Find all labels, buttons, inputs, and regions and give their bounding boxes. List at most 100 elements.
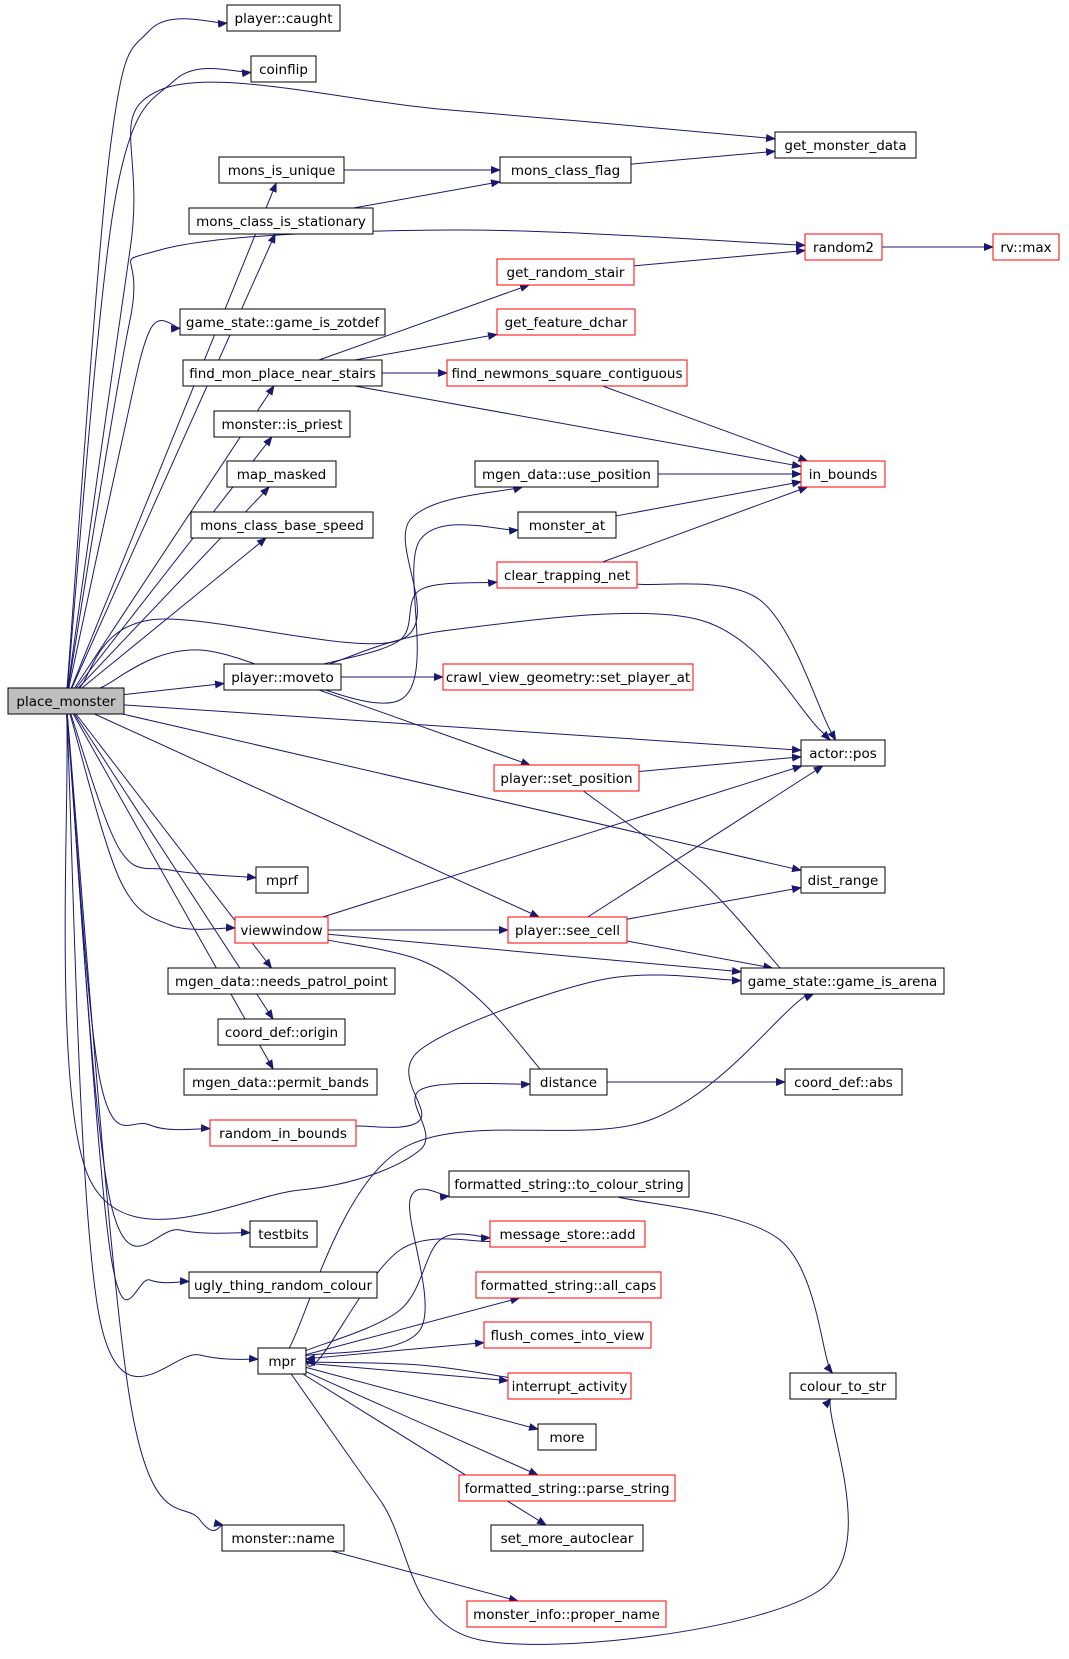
node-clear-trapping-net[interactable]: clear_trapping_net bbox=[496, 561, 638, 589]
node-to-colour-string[interactable]: formatted_string::to_colour_string bbox=[448, 1170, 690, 1198]
node-box bbox=[188, 1271, 378, 1299]
node-box bbox=[490, 1524, 644, 1552]
node-box bbox=[489, 1220, 646, 1248]
node-label: testbits bbox=[258, 1227, 309, 1243]
node-box bbox=[7, 687, 125, 715]
node-label: colour_to_str bbox=[800, 1379, 887, 1395]
node-find-newmons-square-contiguous[interactable]: find_newmons_square_contiguous bbox=[446, 359, 688, 387]
node-label: mons_class_is_stationary bbox=[196, 214, 366, 230]
node-box bbox=[446, 359, 688, 387]
node-more[interactable]: more bbox=[537, 1423, 597, 1451]
node-rv-max[interactable]: rv::max bbox=[992, 233, 1060, 261]
node-set-more-autoclear[interactable]: set_more_autoclear bbox=[490, 1524, 644, 1552]
edge-viewwindow-to-game_is_arena bbox=[327, 933, 742, 975]
edge-player_moveto-to-player_set_position bbox=[318, 689, 531, 766]
node-mons-class-is-stationary[interactable]: mons_class_is_stationary bbox=[188, 207, 374, 235]
node-dist-range[interactable]: dist_range bbox=[800, 866, 886, 894]
node-set-player-at[interactable]: crawl_view_geometry::set_player_at bbox=[442, 663, 694, 691]
node-label: coord_def::origin bbox=[225, 1025, 338, 1041]
edge-find_mon_place_near_stairs-to-in_bounds bbox=[354, 385, 802, 469]
node-box bbox=[255, 866, 309, 894]
edge-place_monster-to-monster_name bbox=[66, 713, 225, 1532]
edge-place_monster-to-mons_is_unique bbox=[70, 182, 277, 689]
edge-place_monster-to-distance bbox=[64, 713, 531, 1220]
node-label: message_store::add bbox=[499, 1227, 635, 1243]
node-coinflip[interactable]: coinflip bbox=[250, 55, 317, 83]
edge-random_in_bounds-to-game_is_arena bbox=[355, 974, 742, 1128]
node-monster-at[interactable]: monster_at bbox=[517, 511, 617, 539]
edge-find_newmons_square_contiguous-to-in_bounds bbox=[602, 385, 809, 462]
edge-place_monster-to-get_monster_data bbox=[67, 81, 776, 689]
node-box bbox=[740, 967, 945, 995]
node-interrupt-activity[interactable]: interrupt_activity bbox=[507, 1372, 632, 1400]
node-game-is-arena[interactable]: game_state::game_is_arena bbox=[740, 967, 945, 995]
node-box bbox=[992, 233, 1060, 261]
node-label: dist_range bbox=[808, 873, 879, 889]
node-message-store-add[interactable]: message_store::add bbox=[489, 1220, 646, 1248]
node-permit-bands[interactable]: mgen_data::permit_bands bbox=[183, 1068, 378, 1096]
node-label: coord_def::abs bbox=[794, 1075, 893, 1091]
node-get-random-stair[interactable]: get_random_stair bbox=[496, 258, 635, 286]
node-box bbox=[234, 916, 329, 944]
edge-place_monster-to-dist_range bbox=[122, 713, 802, 873]
node-box bbox=[458, 1474, 676, 1502]
node-player-moveto[interactable]: player::moveto bbox=[223, 663, 342, 691]
node-random-in-bounds[interactable]: random_in_bounds bbox=[209, 1119, 357, 1147]
node-box bbox=[167, 967, 396, 995]
node-mprf[interactable]: mprf bbox=[255, 866, 309, 894]
node-box bbox=[789, 1372, 897, 1400]
node-mpr[interactable]: mpr bbox=[257, 1347, 307, 1375]
node-player-see-cell[interactable]: player::see_cell bbox=[507, 916, 628, 944]
node-colour-to-str[interactable]: colour_to_str bbox=[789, 1372, 897, 1400]
node-actor-pos[interactable]: actor::pos bbox=[800, 739, 886, 767]
node-place-monster[interactable]: place_monster bbox=[7, 687, 125, 715]
edge-place_monster-to-viewwindow bbox=[69, 713, 236, 932]
node-get-feature-dchar[interactable]: get_feature_dchar bbox=[496, 308, 636, 336]
node-label: mprf bbox=[266, 873, 299, 889]
node-viewwindow[interactable]: viewwindow bbox=[234, 916, 329, 944]
node-label: map_masked bbox=[237, 467, 326, 483]
node-use-position[interactable]: mgen_data::use_position bbox=[474, 460, 659, 488]
edge-place_monster-to-ugly_thing_random_colour bbox=[66, 713, 190, 1301]
node-box bbox=[179, 308, 386, 336]
node-label: find_mon_place_near_stairs bbox=[189, 366, 376, 382]
edge-place_monster-to-random2 bbox=[67, 229, 806, 689]
node-monster-is-priest[interactable]: monster::is_priest bbox=[213, 410, 351, 438]
node-box bbox=[209, 1119, 357, 1147]
node-label: formatted_string::to_colour_string bbox=[454, 1177, 683, 1193]
edge-place_monster-to-game_is_zotdef bbox=[68, 320, 181, 689]
edge-interrupt_activity-to-mpr bbox=[298, 1358, 509, 1378]
node-label: viewwindow bbox=[240, 923, 322, 939]
node-mons-class-flag[interactable]: mons_class_flag bbox=[499, 156, 632, 184]
node-distance[interactable]: distance bbox=[529, 1068, 608, 1096]
node-ugly-thing-random-colour[interactable]: ugly_thing_random_colour bbox=[188, 1271, 378, 1299]
node-parse-string[interactable]: formatted_string::parse_string bbox=[458, 1474, 676, 1502]
node-coord-origin[interactable]: coord_def::origin bbox=[217, 1018, 346, 1046]
node-monster-name[interactable]: monster::name bbox=[221, 1524, 345, 1552]
node-testbits[interactable]: testbits bbox=[249, 1220, 318, 1248]
node-label: formatted_string::all_caps bbox=[481, 1278, 657, 1294]
node-proper-name[interactable]: monster_info::proper_name bbox=[466, 1600, 667, 1628]
node-random2[interactable]: random2 bbox=[804, 233, 883, 261]
edge-find_mon_place_near_stairs-to-get_random_stair bbox=[318, 284, 531, 361]
node-flush-comes-into-view[interactable]: flush_comes_into_view bbox=[483, 1321, 652, 1349]
node-in-bounds[interactable]: in_bounds bbox=[800, 460, 886, 488]
node-needs-patrol-point[interactable]: mgen_data::needs_patrol_point bbox=[167, 967, 396, 995]
edge-find_mon_place_near_stairs-to-get_feature_dchar bbox=[354, 332, 498, 361]
node-map-masked[interactable]: map_masked bbox=[226, 460, 337, 488]
node-label: mons_is_unique bbox=[228, 163, 336, 179]
node-get-monster-data[interactable]: get_monster_data bbox=[774, 131, 917, 159]
node-coord-abs[interactable]: coord_def::abs bbox=[784, 1068, 903, 1096]
node-label: coinflip bbox=[259, 62, 308, 78]
node-mons-is-unique[interactable]: mons_is_unique bbox=[218, 156, 345, 184]
node-player-set-position[interactable]: player::set_position bbox=[493, 764, 640, 792]
node-player-caught[interactable]: player::caught bbox=[226, 4, 341, 32]
node-all-caps[interactable]: formatted_string::all_caps bbox=[475, 1271, 662, 1299]
node-box bbox=[217, 1018, 346, 1046]
node-find-mon-place-near-stairs[interactable]: find_mon_place_near_stairs bbox=[182, 359, 383, 387]
edge-mons_class_flag-to-get_monster_data bbox=[630, 148, 776, 165]
node-game-is-zotdef[interactable]: game_state::game_is_zotdef bbox=[179, 308, 386, 336]
node-label: monster::is_priest bbox=[221, 417, 342, 433]
node-label: player::moveto bbox=[231, 670, 334, 686]
node-mons-class-base-speed[interactable]: mons_class_base_speed bbox=[190, 511, 374, 539]
